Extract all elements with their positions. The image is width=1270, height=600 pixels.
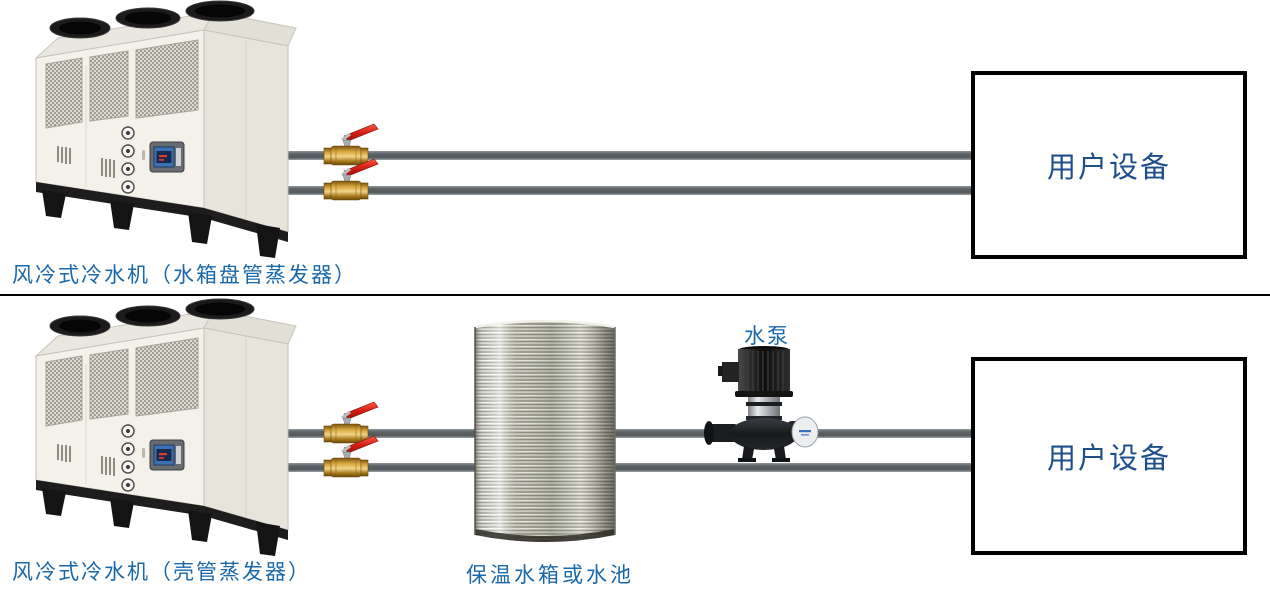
chiller-image-top	[6, 0, 298, 268]
tank-label: 保温水箱或水池	[466, 563, 634, 587]
insulated-tank-image	[472, 311, 618, 553]
user-equipment-label-bottom: 用户设备	[1046, 441, 1171, 475]
water-pump-image	[702, 346, 822, 468]
pipe-top-return	[256, 186, 975, 195]
ball-valve-icon	[318, 157, 382, 203]
ball-valve-icon	[318, 434, 382, 480]
section-divider	[0, 294, 1270, 296]
user-equipment-label-top: 用户设备	[1046, 150, 1171, 184]
user-equipment-box-top: 用户设备	[971, 71, 1247, 259]
chiller-label-top: 风冷式冷水机（水箱盘管蒸发器）	[12, 263, 357, 287]
pump-label: 水泵	[744, 324, 790, 348]
chiller-label-bottom: 风冷式冷水机（壳管蒸发器）	[12, 560, 311, 584]
user-equipment-box-bottom: 用户设备	[971, 357, 1247, 555]
chiller-image-bottom	[6, 298, 298, 566]
pipe-top-supply	[256, 151, 975, 160]
